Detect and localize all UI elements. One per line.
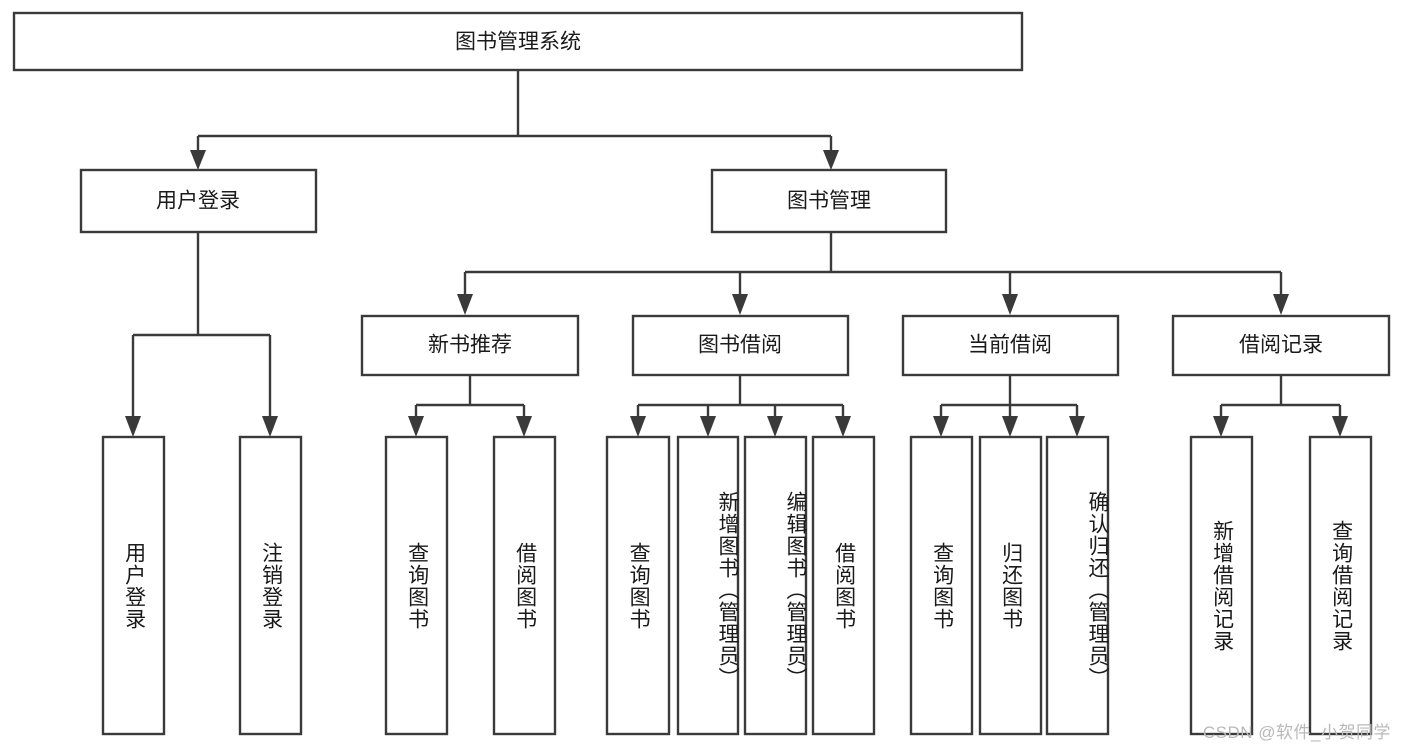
arrow-leaf-edit-book (767, 416, 783, 437)
arrow-leaf-query-book-3 (933, 416, 949, 437)
arrow-to-borrow-record (1273, 294, 1289, 315)
arrow-leaf-add-record (1213, 416, 1229, 437)
arrow-to-book-borrow (732, 294, 748, 315)
leaf-return-book-box[interactable] (978, 435, 1043, 736)
node-book-borrow[interactable]: 图书借阅 (631, 314, 850, 377)
node-new-book-recommend-box[interactable] (360, 314, 580, 377)
arrow-leaf-query-book-2 (630, 416, 646, 437)
arrow-leaf-borrow-book-2 (835, 416, 851, 437)
node-new-book-recommend[interactable]: 新书推荐 (360, 314, 580, 377)
leaf-query-book-2-box[interactable] (605, 435, 671, 736)
node-book-manage[interactable]: 图书管理 (710, 168, 948, 234)
node-borrow-record[interactable]: 借阅记录 (1171, 314, 1391, 377)
leaf-add-book-box[interactable] (676, 435, 740, 736)
leaf-confirm-return-box[interactable] (1045, 435, 1110, 736)
node-user-login-box[interactable] (79, 168, 318, 234)
arrow-to-current-borrow (1002, 294, 1018, 315)
leaf-query-book-3-box[interactable] (909, 435, 974, 736)
arrow-to-book-manage (823, 150, 839, 170)
arrow-leaf-logout-login (262, 416, 278, 437)
node-root-box[interactable] (12, 11, 1024, 72)
node-borrow-record-box[interactable] (1171, 314, 1391, 377)
arrow-leaf-add-book (700, 416, 716, 437)
node-current-borrow[interactable]: 当前借阅 (901, 314, 1120, 377)
node-book-borrow-label: 图书借阅 (698, 334, 782, 357)
leaf-edit-book-box[interactable] (743, 435, 808, 736)
node-new-book-recommend-label: 新书推荐 (428, 334, 512, 357)
arrow-leaf-return-book (1002, 416, 1018, 437)
node-current-borrow-label: 当前借阅 (968, 334, 1052, 357)
node-book-borrow-box[interactable] (631, 314, 850, 377)
leaf-borrow-book-2-box[interactable] (811, 435, 876, 736)
node-book-manage-label: 图书管理 (787, 190, 871, 213)
node-layer: 图书管理系统 用户登录 图书管理 新书推荐 图书借阅 当前 (12, 11, 1391, 736)
connector-layer (125, 70, 1348, 437)
leaf-query-book-1-box[interactable] (384, 435, 449, 736)
node-borrow-record-label: 借阅记录 (1239, 334, 1323, 357)
leaf-logout-login-box[interactable] (238, 435, 303, 736)
node-root-label: 图书管理系统 (455, 31, 581, 54)
leaf-query-record-box[interactable] (1308, 435, 1373, 736)
leaf-borrow-book-1-box[interactable] (492, 435, 557, 736)
leaf-user-login-box[interactable] (101, 435, 166, 736)
node-user-login[interactable]: 用户登录 (79, 168, 318, 234)
arrow-leaf-query-record (1332, 416, 1348, 437)
arrow-to-user-login (190, 150, 206, 170)
csdn-watermark: CSDN @软件_小贺同学 (1202, 723, 1391, 742)
node-root[interactable]: 图书管理系统 (12, 11, 1024, 72)
arrow-leaf-confirm-return (1069, 416, 1085, 437)
node-book-manage-box[interactable] (710, 168, 948, 234)
arrow-leaf-borrow-book-1 (516, 416, 532, 437)
leaf-add-record-box[interactable] (1189, 435, 1254, 736)
arrow-leaf-user-login (125, 416, 141, 437)
arrow-leaf-query-book-1 (408, 416, 424, 437)
arrow-to-new-book (457, 294, 473, 315)
node-current-borrow-box[interactable] (901, 314, 1120, 377)
node-user-login-label: 用户登录 (156, 190, 240, 213)
